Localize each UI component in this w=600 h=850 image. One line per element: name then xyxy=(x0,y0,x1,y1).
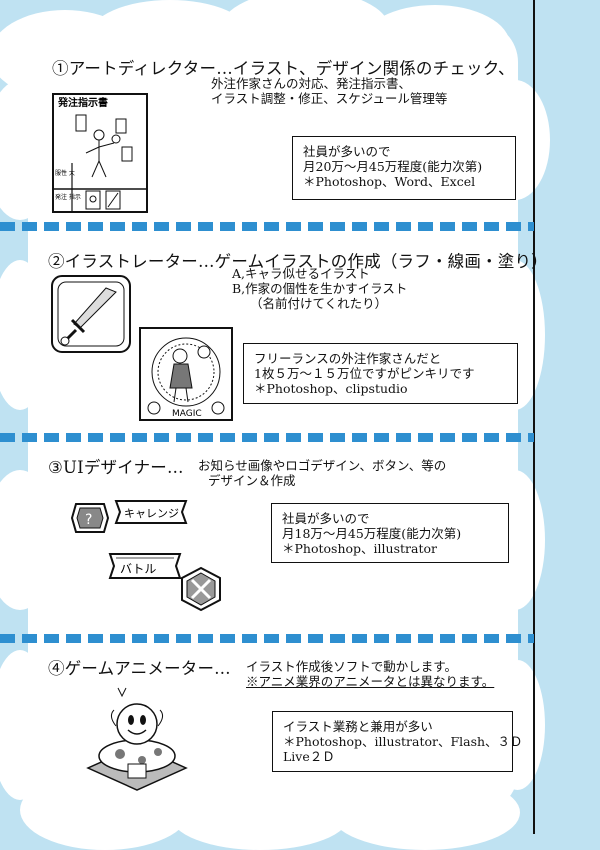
section-game-animator: ④ゲームアニメーター… イラスト作成後ソフトで動かします。 ※アニメ業界のアニメ… xyxy=(48,659,523,791)
challenge-button-sketch: キャレンジ xyxy=(114,500,188,524)
info-box: イラスト業務と兼用が多い ＊Photoshop、illustrator、Flas… xyxy=(272,711,523,772)
order-sheet-sketch: 発注指示書 服性 大 発注 指示 xyxy=(52,93,148,213)
sword-icon xyxy=(51,275,131,353)
side-label: 服性 大 xyxy=(55,169,75,177)
right-edge-line xyxy=(533,0,535,834)
challenge-label: キャレンジ xyxy=(124,507,179,520)
battle-button-sketch: バトル xyxy=(108,553,182,579)
section-ui-designer: ③UIデザイナー… お知らせ画像やロゴデザイン、ボタン、等の デザイン＆作成 ?… xyxy=(48,458,509,612)
divider-band xyxy=(0,433,534,442)
salary-info-box: 社員が多いので 月18万～月45万程度(能力次第) ＊Photoshop、ill… xyxy=(271,503,509,563)
magic-card-icon: MAGIC xyxy=(139,327,233,421)
section-description: イラスト作成後ソフトで動かします。 ※アニメ業界のアニメータとは異なります。 xyxy=(246,659,495,689)
section-art-director: ①アートディレクター…イラスト、デザイン関係のチェック、 外注作家さんの対応、発… xyxy=(0,0,534,222)
section-description: お知らせ画像やロゴデザイン、ボタン、等の デザイン＆作成 xyxy=(198,458,447,488)
battle-label: バトル xyxy=(120,562,156,576)
card-caption: MAGIC xyxy=(172,409,202,419)
question-badge-icon: ? xyxy=(70,503,110,533)
section-title: ④ゲームアニメーター… xyxy=(48,659,231,678)
crossed-swords-icon xyxy=(181,566,221,612)
section-title: ③UIデザイナー… xyxy=(48,458,184,477)
section-illustrator: ②イラストレーター…ゲームイラストの作成（ラフ・線画・塗り） A,キャラ似せるイ… xyxy=(0,0,548,433)
salary-info-box: フリーランスの外注作家さんだと 1枚５万～１５万位ですがピンキリです ＊Phot… xyxy=(243,343,518,404)
salary-info-box: 社員が多いので 月20万～月45万程度(能力次第) ＊Photoshop、Wor… xyxy=(292,136,516,200)
divider-band xyxy=(0,222,534,231)
section-description: 外注作家さんの対応、発注指示書、 イラスト調整・修正、スケジュール管理等 xyxy=(211,76,448,106)
side-label: 発注 指示 xyxy=(55,193,81,201)
section-title: ②イラストレーター…ゲームイラストの作成（ラフ・線画・塗り） xyxy=(48,252,548,271)
divider-band xyxy=(0,634,534,643)
sheet-title-label: 発注指示書 xyxy=(57,96,108,109)
mushroom-character-sketch xyxy=(86,687,188,791)
section-description: A,キャラ似せるイラスト B,作家の個性を生かすイラスト （名前付けてくれたり） xyxy=(232,266,408,311)
section-title: ①アートディレクター…イラスト、デザイン関係のチェック、 xyxy=(52,59,515,78)
question-mark: ? xyxy=(85,512,92,528)
